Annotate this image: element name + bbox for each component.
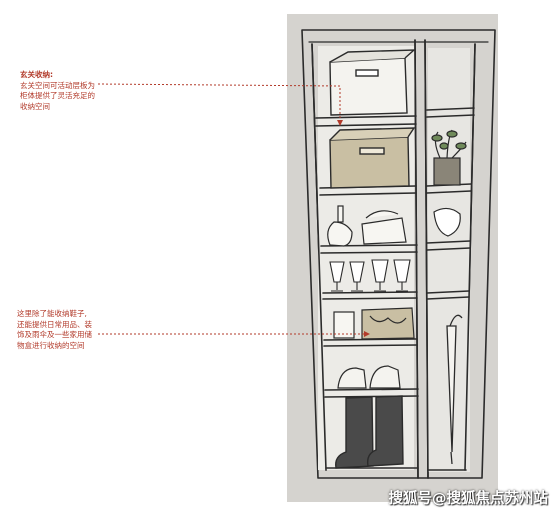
boots xyxy=(335,395,404,469)
callout-lines xyxy=(97,83,366,335)
annotation-shoe-line: 还能提供日常用品、装 xyxy=(17,319,92,329)
storage-box-beige xyxy=(329,127,416,189)
annotation-entry-line: 收纳空间 xyxy=(20,101,50,111)
cabinet xyxy=(301,29,496,479)
annotation-shoe-storage: 这里除了能收纳鞋子, 还能提供日常用品、装 饰及雨伞及一些家用储 物盒进行收纳的… xyxy=(17,309,92,351)
storage-box-top xyxy=(329,49,416,116)
annotation-entry-line: 玄关空间可活动层板为 xyxy=(20,80,95,90)
annotation-shoe-line: 饰及雨伞及一些家用储 xyxy=(17,330,92,339)
potted-plant xyxy=(431,129,467,186)
umbrella xyxy=(446,314,463,465)
shoes xyxy=(337,365,401,389)
watermark: 搜狐号@搜狐焦点苏州站 xyxy=(388,491,549,507)
callout-arrows xyxy=(337,120,370,337)
small-storage-boxes xyxy=(333,307,415,340)
glassware xyxy=(329,259,411,292)
annotation-entry-line: 柜体提供了灵活充足的 xyxy=(20,91,95,100)
annotation-entry-storage: 玄关收纳: 玄关空间可活动层板为 柜体提供了灵活充足的 收纳空间 xyxy=(20,70,95,112)
decor-items xyxy=(327,205,461,247)
annotation-shoe-line: 物盒进行收纳的空间 xyxy=(17,340,85,350)
annotation-entry-title: 玄关收纳: xyxy=(20,70,53,79)
annotation-shoe-line: 这里除了能收纳鞋子, xyxy=(17,309,87,318)
